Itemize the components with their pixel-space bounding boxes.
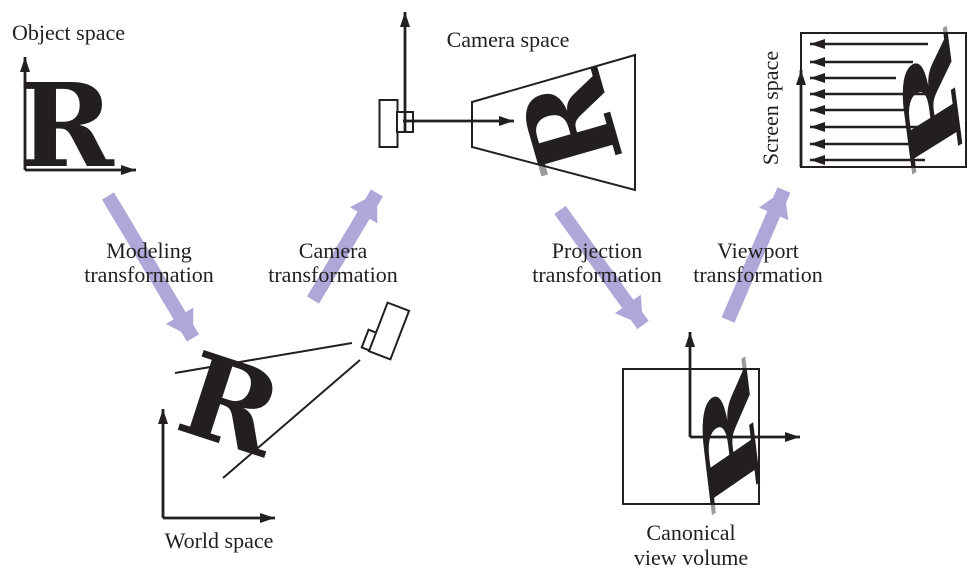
screen-space-label: Screen space bbox=[758, 51, 783, 165]
camera-space-group: R R Camera space bbox=[378, 12, 651, 192]
camera-space-label: Camera space bbox=[447, 27, 570, 52]
world-camera-body bbox=[367, 301, 411, 361]
modeling-transformation-arrow bbox=[101, 192, 200, 342]
object-space-group: R Object space bbox=[12, 20, 136, 194]
scanline-arrows bbox=[810, 39, 928, 165]
canonical-label-line1: Canonical bbox=[646, 520, 735, 545]
viewport-transformation-arrow bbox=[721, 187, 791, 323]
view-camera-icon bbox=[378, 99, 414, 148]
canonical-label-line2: view volume bbox=[634, 545, 748, 570]
modeling-label-line2: transformation bbox=[84, 262, 214, 287]
world-space-group: R World space bbox=[158, 301, 411, 553]
camera-label-line1: Camera bbox=[299, 238, 368, 263]
modeling-label-line1: Modeling bbox=[106, 238, 192, 263]
screen-letter-group: R R bbox=[883, 14, 973, 190]
camera-space-letter-group: R R bbox=[494, 57, 651, 187]
transform-labels-group: Modeling transformation Camera transform… bbox=[84, 238, 823, 287]
world-camera-icon bbox=[360, 301, 411, 361]
screen-space-group: R R Screen space bbox=[758, 14, 973, 190]
projection-label-line1: Projection bbox=[552, 238, 642, 263]
frustum-edge-upper bbox=[174, 342, 353, 374]
object-space-label: Object space bbox=[12, 20, 125, 45]
projection-label-line2: transformation bbox=[532, 262, 662, 287]
projection-transformation-arrow bbox=[554, 205, 649, 330]
camera-transformation-arrow bbox=[306, 189, 384, 304]
view-frustum-outline bbox=[471, 53, 636, 192]
canonical-view-volume-group: R R Canonical view volume bbox=[622, 332, 800, 570]
world-space-letter: R bbox=[164, 326, 298, 484]
world-space-label: World space bbox=[165, 528, 274, 553]
view-camera-body bbox=[378, 99, 399, 148]
frustum-edge-lower bbox=[222, 359, 361, 479]
screen-letter: R bbox=[883, 14, 973, 190]
object-space-letter: R bbox=[18, 59, 115, 194]
camera-label-line2: transformation bbox=[268, 262, 398, 287]
viewport-label-line1: Viewport bbox=[717, 238, 799, 263]
viewport-label-line2: transformation bbox=[693, 262, 823, 287]
transform-arrows-group bbox=[101, 187, 791, 342]
